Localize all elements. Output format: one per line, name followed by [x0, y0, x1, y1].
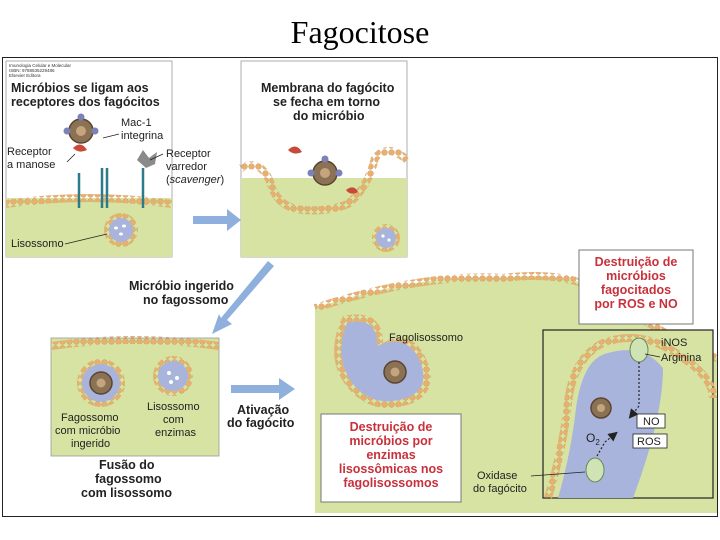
copyright-note: Imunologia Celular e Molecular ISBN: 978…: [9, 63, 72, 78]
svg-text:fagocitados: fagocitados: [601, 283, 671, 297]
svg-text:Lisossomo: Lisossomo: [147, 401, 200, 413]
svg-text:Imunologia Celular e Molecular: Imunologia Celular e Molecular: [9, 63, 72, 68]
svg-text:Ativação: Ativação: [237, 403, 289, 417]
svg-text:Destruição de: Destruição de: [350, 420, 433, 434]
svg-text:no fagossomo: no fagossomo: [143, 293, 229, 307]
svg-text:do fagócito: do fagócito: [473, 483, 527, 495]
panel-engulfment: Membrana do fagócito se fecha em torno d…: [239, 60, 410, 258]
oxidase-label: Oxidase do fagócito: [473, 470, 527, 495]
svg-text:Receptor: Receptor: [7, 146, 52, 158]
svg-text:Micróbios se ligam aos: Micróbios se ligam aos: [11, 81, 149, 95]
svg-text:se fecha em torno: se fecha em torno: [273, 95, 380, 109]
svg-text:do micróbio: do micróbio: [293, 109, 365, 123]
mac1-label: Mac-1 integrina: [121, 117, 164, 142]
svg-text:com micróbio: com micróbio: [55, 425, 120, 437]
enzyme-killing-callout: Destruição de micróbios por enzimas liso…: [320, 413, 462, 503]
arrow-binding-to-engulf: [193, 209, 241, 231]
svg-text:enzimas: enzimas: [366, 448, 415, 462]
svg-text:por ROS e NO: por ROS e NO: [594, 297, 678, 311]
phagosome-label: Fagossomo com micróbio ingerido: [55, 412, 120, 450]
fusion-label: Fusão do fagossomo com lisossomo: [81, 458, 172, 500]
panel2-heading: Membrana do fagócito se fecha em torno d…: [261, 81, 395, 123]
microbe-icon: [89, 371, 113, 395]
svg-text:com: com: [163, 414, 184, 426]
no-label: NO: [643, 416, 660, 428]
svg-text:do fagócito: do fagócito: [227, 416, 295, 430]
ingested-label: Micróbio ingerido no fagossomo: [129, 279, 234, 307]
svg-text:varredor: varredor: [166, 161, 207, 173]
svg-text:micróbios: micróbios: [606, 269, 666, 283]
arrow-engulf-to-fusion: [212, 261, 274, 334]
svg-text:ingerido: ingerido: [71, 438, 110, 450]
svg-text:Elsevier Editora: Elsevier Editora: [9, 73, 41, 78]
svg-text:receptores dos fagócitos: receptores dos fagócitos: [11, 95, 160, 109]
svg-text:enzimas: enzimas: [155, 427, 196, 439]
microbe-icon: [63, 113, 99, 144]
phagolysosome-label: Fagolisossomo: [389, 332, 463, 344]
microbe-icon: [590, 397, 612, 419]
svg-text:lisossômicas nos: lisossômicas nos: [339, 462, 443, 476]
svg-text:ISBN: 9788535229486: ISBN: 9788535229486: [9, 68, 55, 73]
o2-label: O2: [586, 431, 600, 447]
lysosome-label-1: Lisossomo: [11, 238, 64, 250]
panel-binding: Imunologia Celular e Molecular ISBN: 978…: [5, 60, 224, 258]
svg-text:Destruição de: Destruição de: [595, 255, 678, 269]
svg-text:Fagossomo: Fagossomo: [61, 412, 118, 424]
inos-label: iNOS: [661, 337, 687, 349]
svg-text:micróbios por: micróbios por: [349, 434, 432, 448]
ros-label: ROS: [637, 436, 661, 448]
phagocytosis-figure: Imunologia Celular e Molecular ISBN: 978…: [2, 57, 718, 517]
panel-fusion: Fagossomo com micróbio ingerido Lisossom…: [50, 336, 220, 457]
activation-label: Ativação do fagócito: [227, 403, 295, 430]
svg-text:Fusão do: Fusão do: [99, 458, 155, 472]
svg-text:a manose: a manose: [7, 159, 55, 171]
lysosome-shape: [104, 213, 138, 247]
svg-text:Micróbio ingerido: Micróbio ingerido: [129, 279, 234, 293]
microbe-icon: [307, 155, 343, 186]
svg-text:Receptor: Receptor: [166, 148, 211, 160]
panel1-heading: Micróbios se ligam aos receptores dos fa…: [11, 81, 160, 109]
svg-text:(scavenger): (scavenger): [166, 174, 224, 186]
microbe-icon: [383, 360, 407, 384]
arrow-fusion-to-activation: [231, 378, 295, 400]
svg-text:fagossomo: fagossomo: [95, 472, 162, 486]
panel-activated: Fagolisossomo NO ROS O2 iNOS Arginina Ox…: [313, 249, 717, 513]
arginine-label: Arginina: [661, 352, 702, 364]
svg-text:com lisossomo: com lisossomo: [81, 486, 172, 500]
ros-killing-callout: Destruição de micróbios fagocitados por …: [578, 249, 694, 325]
svg-text:fagolisossomos: fagolisossomos: [343, 476, 438, 490]
svg-text:Membrana do fagócito: Membrana do fagócito: [261, 81, 395, 95]
mannose-receptor-label: Receptor a manose: [7, 146, 55, 171]
scavenger-receptor-label: Receptor varredor (scavenger): [166, 148, 224, 186]
slide-title: Fagocitose: [290, 14, 430, 50]
svg-text:integrina: integrina: [121, 130, 164, 142]
ros-no-inset: NO ROS O2 iNOS Arginina Oxidase do fagóc…: [473, 329, 717, 500]
svg-text:Oxidase: Oxidase: [477, 470, 517, 482]
svg-text:Mac-1: Mac-1: [121, 117, 152, 129]
lysosome-enzymes-label: Lisossomo com enzimas: [147, 401, 200, 439]
